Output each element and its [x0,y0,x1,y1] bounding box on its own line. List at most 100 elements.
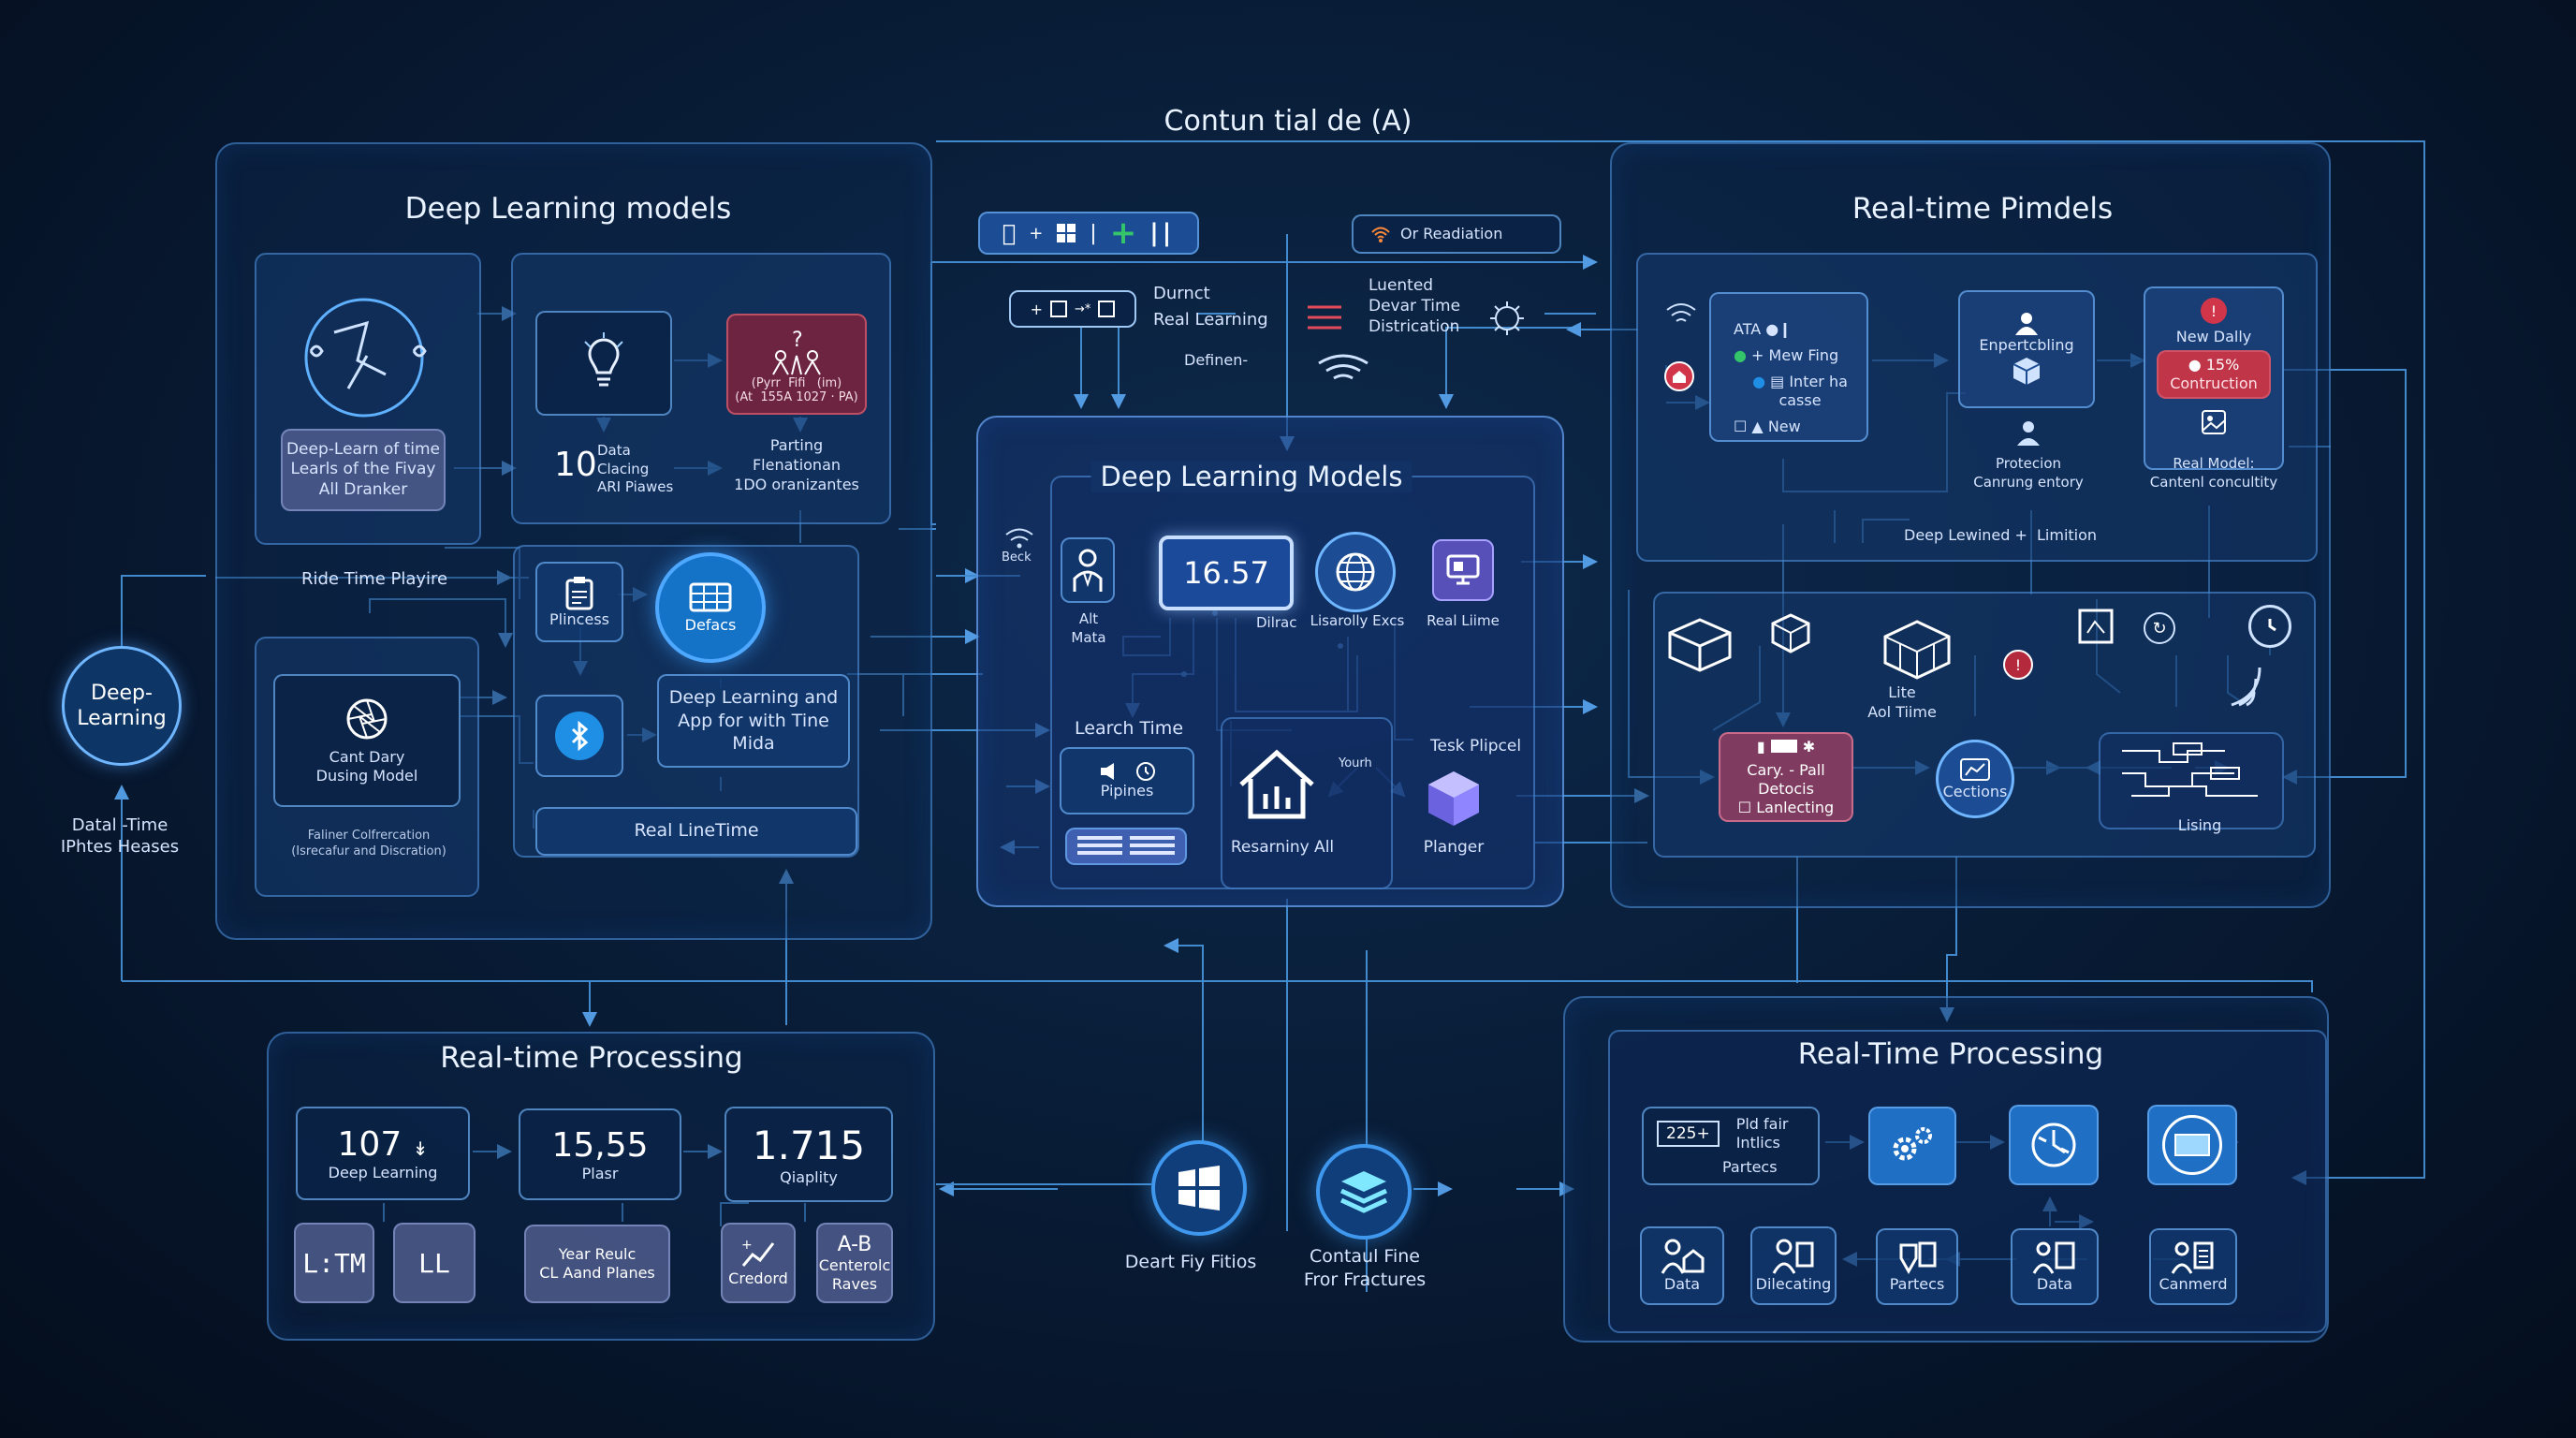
data-clacing-block: 10 Data Clacing ARI Piawes [545,433,676,507]
contruction-badge[interactable]: ● 15% Contruction [2157,350,2271,399]
people-question-icon: ? [772,330,821,375]
green-dot-icon: ● [1734,346,1747,364]
plasr-stat-value: 15,55 [551,1125,649,1165]
separator-icon: | [1090,222,1096,245]
monitor-icon [1446,554,1480,585]
enpertcbling-label: Enpertcbling [1979,336,2074,354]
ltm-button[interactable]: L:TM [294,1223,374,1303]
deep-learning-app-label: Deep Learning and App for with Tine Mida [668,686,839,755]
alt-mata-card[interactable] [1061,537,1115,603]
partecs-card[interactable]: Partecs [1876,1228,1958,1305]
ll-button[interactable]: LL [393,1223,476,1303]
alert-icon: ! [2201,298,2227,324]
network-globe-icon [292,286,437,431]
real-liime-label: Real Liime [1427,612,1500,629]
screen-small-icon [1770,740,1797,753]
plincess-card[interactable]: Plincess [535,562,623,642]
new-daily-label: New Dally [2175,328,2252,345]
diagram-title: Contun tial de (A) [1164,105,1412,138]
layers-icon [1339,1171,1388,1213]
canmerd-card[interactable]: Canmerd [2149,1228,2237,1305]
radiation-toolbar[interactable]: Or Readiation [1352,214,1561,254]
cections-node[interactable]: Cections [1936,740,2014,818]
deep-learning-node[interactable]: Deep- Learning [62,646,182,766]
partecs-value: 225+ [1657,1121,1720,1147]
year-reulc-card[interactable]: Year Reulc CL Aand Planes [524,1225,670,1303]
lightbulb-icon [584,332,623,387]
wifi-icon [1371,227,1390,242]
right-alert-icon[interactable]: ! [2003,650,2033,680]
analytics-card-text: (Pyrr Fifi (im) (At 155A 1027 · PA) [735,375,858,405]
learch-time-label: Learch Time [1075,718,1184,739]
windows-node[interactable] [1151,1140,1247,1236]
gears-card[interactable] [1868,1107,1956,1185]
defacs-node[interactable]: Defacs [655,552,766,663]
deep-learning-stat[interactable]: 107 ↡ Deep Learning [296,1107,470,1200]
parting-text: Parting Flenationan 1DO oranizantes [734,436,859,493]
deep-learn-time-card[interactable]: Deep-Learn of time Learls of the Fivay A… [281,429,446,511]
ll-label: LL [418,1247,450,1279]
os-toolbar[interactable]:  + | + || [978,212,1199,255]
dilecating-card[interactable]: Dilecating [1750,1226,1837,1305]
enpertcbling-card[interactable]: Enpertcbling [1958,290,2095,408]
real-line-time-bar[interactable]: Real LineTime [535,807,857,856]
protecion-label: Protecion Canrung entory [1973,455,2084,491]
clock-icon[interactable] [2248,605,2291,648]
plasr-stat[interactable]: 15,55 Plasr [519,1108,681,1200]
cant-dary-card[interactable]: Cant Dary Dusing Model [273,674,461,807]
data-card-2[interactable]: Data [2011,1228,2099,1305]
stop-icon [1050,301,1067,317]
stack-node[interactable] [1316,1144,1412,1240]
gears-icon [1893,1127,1932,1161]
centerolc-card[interactable]: A-B Centerolc Raves [816,1223,893,1303]
storage-left-icon [1077,836,1122,857]
qiaplity-stat[interactable]: 1.715 Qiaplity [724,1107,893,1202]
deep-learning-node-label: Deep- Learning [77,681,167,731]
blue-dot-icon: ● [1752,373,1766,390]
database-grid-icon [689,582,732,612]
ata-card[interactable]: ATA ●❙ ● + Mew Fing ● ▤ Inter ha casse ☐… [1709,292,1868,442]
bluetooth-card[interactable] [535,695,623,777]
speaker-small-icon: ▮ [1756,737,1765,756]
storage-bars[interactable] [1065,828,1187,865]
storage-right-icon [1130,836,1175,857]
deep-learning-stat-label: Deep Learning [328,1163,438,1181]
ab-icon: A-B [837,1232,872,1256]
real-liime-card[interactable] [1432,539,1494,601]
real-learning-label: Real Learning [1153,310,1268,330]
person-home-icon [1661,1239,1705,1274]
globe-icon [1336,552,1375,592]
partecs-stat[interactable]: 225+ Pld fair Intlics Partecs [1642,1107,1820,1185]
data-card-1[interactable]: Data [1640,1226,1724,1305]
pipines-card[interactable]: Pipines [1060,747,1194,814]
data-count: 10 [554,446,597,484]
wifi-signal-icon [1315,354,1371,388]
yourh-label: Yourh [1339,756,1372,770]
controls-card[interactable]: + →* [1009,290,1136,328]
lising-label: Lising [2177,816,2222,834]
analytics-card[interactable]: ? (Pyrr Fifi (im) (At 155A 1027 · PA) [726,314,867,415]
credord-card[interactable]: + Credord [721,1223,796,1303]
globe-node[interactable] [1315,532,1396,612]
speaker-icon [1101,763,1114,780]
inter-label: Inter ha casse [1778,373,1848,409]
frame-icon [2076,607,2115,646]
person-list-icon [2171,1241,2214,1274]
lite-label: Lite Aol Tiime [1867,683,1937,721]
home-alert-icon[interactable] [1664,361,1694,391]
small-cube-icon [1769,612,1812,655]
screen-card[interactable] [2147,1105,2237,1185]
deep-learning-app-card[interactable]: Deep Learning and App for with Tine Mida [657,674,850,768]
cary-card[interactable]: ▮ ✱ Cary. - Pall Detocis ☐ Lanlecting [1719,732,1853,822]
sync-card[interactable] [2009,1105,2099,1185]
new-daily-card[interactable]: ! New Dally ● 15% Contruction [2144,286,2284,470]
cube-icon [1423,768,1485,829]
display-value-card[interactable]: 16.57 [1159,536,1294,610]
data-card-2-label: Data [2036,1275,2073,1293]
windows-logo-icon [1178,1166,1220,1211]
bulb-card[interactable] [535,311,672,416]
windows-icon [1057,224,1076,242]
defacs-label: Defacs [684,616,737,634]
real-time-pimdels-title: Real-time Pimdels [1852,192,2114,226]
refresh-icon[interactable]: ↻ [2144,612,2175,644]
